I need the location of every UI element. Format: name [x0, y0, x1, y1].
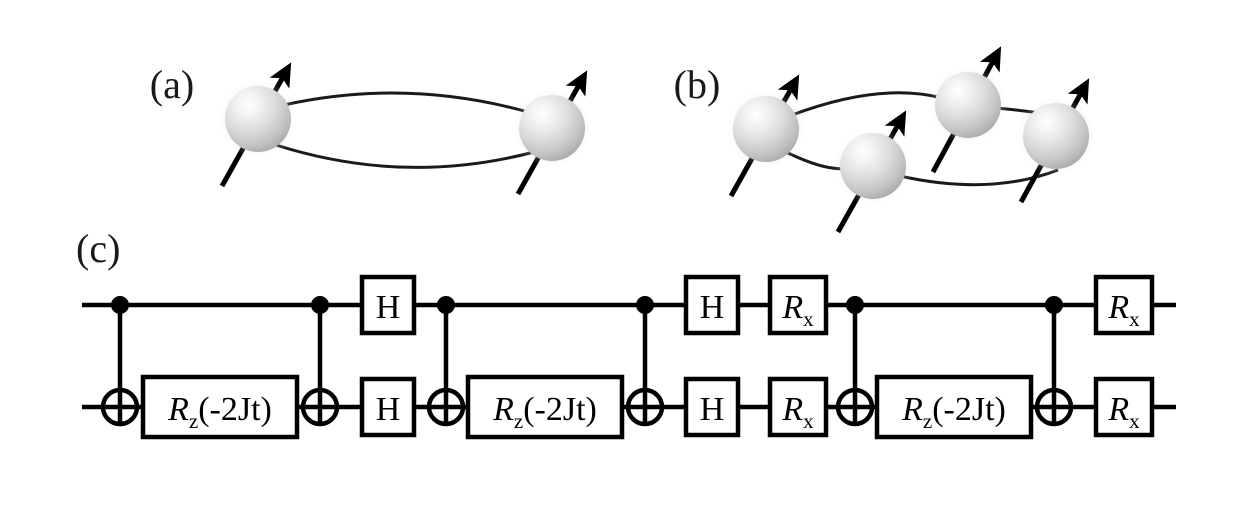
gate-box [1093, 376, 1155, 438]
cnot-1[interactable] [100, 296, 140, 427]
control-dot [111, 296, 129, 314]
cnot-3[interactable] [426, 296, 466, 427]
control-dot [311, 296, 329, 314]
rx-gate-top-1[interactable]: Rx [767, 274, 829, 336]
rz-gate-2[interactable]: Rz(-2Jt) [465, 374, 625, 440]
panel-b: (b) [674, 46, 1096, 234]
gate-box [1093, 274, 1155, 336]
link-lower-arc [275, 143, 535, 169]
panel-a-links [275, 91, 535, 169]
panel-a-label: (a) [150, 62, 194, 107]
cnot-2[interactable] [300, 296, 340, 427]
h-gate-top-2[interactable]: H [683, 274, 741, 336]
spin-sphere [840, 133, 906, 199]
spin-sphere [1023, 103, 1089, 169]
panel-a: (a) [150, 62, 592, 196]
h-gate-bottom-2[interactable]: H [683, 376, 741, 438]
rx-gate-top-2[interactable]: Rx [1093, 274, 1155, 336]
rz-gate-label: Rz(-2Jt) [167, 391, 272, 433]
cnot-5[interactable] [835, 296, 875, 427]
panel-a-spheres [218, 79, 592, 168]
panel-c: (c) Rz(-2Jt) H [76, 226, 1176, 440]
h-gate-label: H [376, 391, 401, 428]
h-gate-label: H [700, 289, 725, 326]
gate-box [767, 376, 829, 438]
rx-gate-bottom-1[interactable]: Rx [767, 376, 829, 438]
panel-c-label: (c) [76, 226, 120, 271]
panel-b-label: (b) [674, 62, 721, 107]
gate-box [874, 374, 1034, 440]
cnot-4[interactable] [625, 296, 665, 427]
gate-box [683, 376, 741, 438]
link-lower-arc [899, 168, 1059, 187]
rz-gate-1[interactable]: Rz(-2Jt) [140, 374, 300, 440]
control-dot [1045, 296, 1063, 314]
gate-box [767, 274, 829, 336]
spin-sphere [225, 86, 291, 152]
rx-gate-label: Rx [1107, 391, 1140, 433]
rx-gate-label: Rx [781, 289, 814, 331]
h-gate-label: H [700, 391, 725, 428]
gate-box [683, 274, 741, 336]
rz-gate-3[interactable]: Rz(-2Jt) [874, 374, 1034, 440]
rx-gate-bottom-2[interactable]: Rx [1093, 376, 1155, 438]
gate-box [359, 274, 417, 336]
control-dot [846, 296, 864, 314]
cnot-6[interactable] [1034, 296, 1074, 427]
rz-gate-label: Rz(-2Jt) [492, 391, 597, 433]
rx-gate-label: Rx [781, 391, 814, 433]
control-dot [636, 296, 654, 314]
rx-gate-label: Rx [1107, 289, 1140, 331]
control-dot [437, 296, 455, 314]
link-upper-arc [791, 91, 943, 117]
gate-box [465, 374, 625, 440]
gate-box [359, 376, 417, 438]
spin-sphere [519, 95, 585, 161]
spin-sphere [935, 72, 1001, 138]
panel-b-spheres [726, 65, 1096, 206]
h-gate-label: H [376, 289, 401, 326]
rz-gate-label: Rz(-2Jt) [901, 391, 1006, 433]
spin-sphere [733, 96, 799, 162]
h-gate-bottom-1[interactable]: H [359, 376, 417, 438]
h-gate-top-1[interactable]: H [359, 274, 417, 336]
gate-box [140, 374, 300, 440]
link-upper-arc [283, 91, 529, 114]
